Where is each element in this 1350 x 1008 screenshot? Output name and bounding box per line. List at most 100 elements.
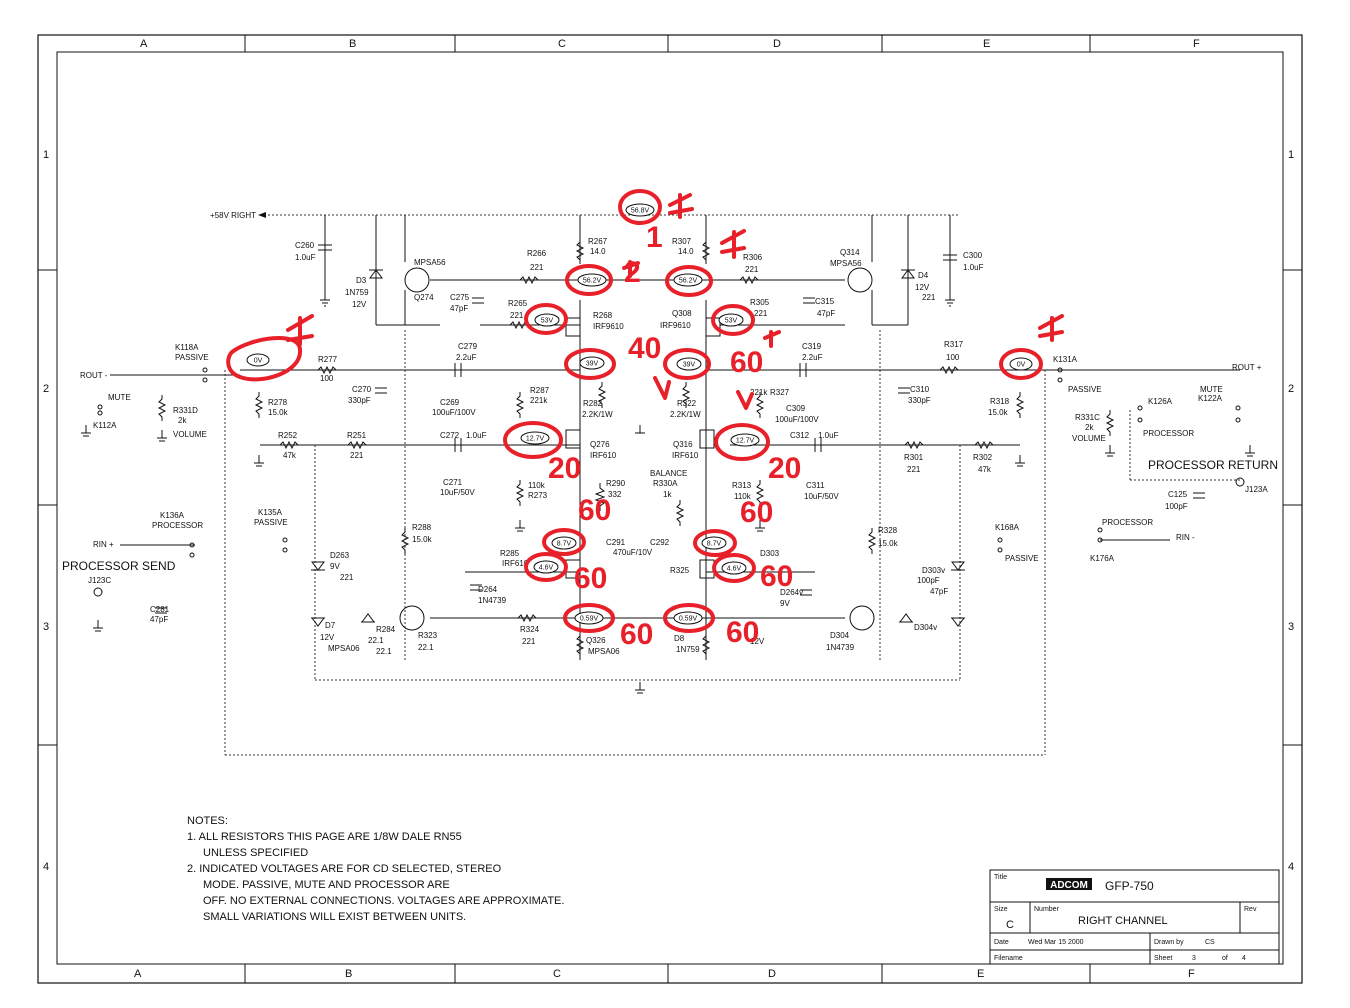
ref-q276: Q276: [590, 440, 610, 449]
annotation-mark: 60: [620, 618, 653, 651]
red-annotation-text: 1 2 40 60 20 20 60 60 60 60 60 60: [548, 221, 801, 651]
annotation-mark: 20: [548, 452, 581, 485]
k176a-label: K176A: [1090, 554, 1115, 563]
r331d-val: 2k: [178, 416, 187, 425]
title-block: Title ADCOM GFP-750 Size C Number RIGHT …: [989, 869, 1280, 965]
ref-r322: R322: [677, 399, 697, 408]
ref-d7: R284: [376, 625, 396, 634]
r331d-label: R331D: [173, 406, 198, 415]
annotation-mark: 60: [740, 496, 773, 529]
val-r290: 332: [608, 490, 622, 499]
voltage-tag: 53V: [718, 313, 744, 327]
ref-r313: R313: [732, 481, 752, 490]
val-c275: 47pF: [450, 304, 468, 313]
row-right-3: 3: [1288, 621, 1294, 633]
annotation-mark: 60: [730, 346, 763, 379]
ref-q326: D304: [830, 631, 850, 640]
voltage-tag: 8.7V: [701, 536, 727, 550]
rin-plus-label: RIN +: [93, 540, 114, 549]
svg-text:4.6V: 4.6V: [727, 566, 742, 573]
val-d7v: 22.1: [376, 647, 392, 656]
brand-logo-box: [1046, 878, 1092, 890]
rout-plus-label: ROUT +: [1232, 363, 1262, 372]
notes-line-2: UNLESS SPECIFIED: [203, 847, 308, 859]
val-q314: MPSA56: [830, 259, 862, 268]
ref-c275: C275: [450, 293, 470, 302]
ref-r318: R318: [990, 397, 1010, 406]
ref-c292: C292: [650, 538, 670, 547]
val-q276: IRF610: [590, 451, 617, 460]
val-r283: MPSA06: [588, 647, 620, 656]
drawn-value: CS: [1205, 939, 1215, 946]
ref-r266: R266: [527, 249, 547, 258]
k136a-label: K136A: [160, 511, 185, 520]
ref-c279: C279: [458, 342, 478, 351]
voltage-tag: 56.2V: [673, 273, 703, 287]
ref-r273: R273: [528, 491, 548, 500]
ref-c260: C260: [295, 241, 315, 250]
ref-r287: R287: [530, 386, 550, 395]
ref-r323: D8: [674, 634, 685, 643]
k168a-mode: PASSIVE: [1005, 554, 1039, 563]
ref-c271: C271: [443, 478, 463, 487]
ref-r305: R305: [750, 298, 770, 307]
svg-text:12.7V: 12.7V: [736, 438, 755, 445]
notes-line-6: SMALL VARIATIONS WILL EXIST BETWEEN UNIT…: [203, 911, 466, 923]
k131a-label: K131A: [1053, 355, 1078, 364]
val-c279: 2.2uF: [456, 353, 477, 362]
k118a-mode: PASSIVE: [175, 353, 209, 362]
val-q308: IRF9610: [660, 321, 691, 330]
col-top-e: E: [983, 38, 990, 50]
wiring: [110, 212, 1240, 756]
of-label: of: [1222, 955, 1228, 962]
k176a-mode: PROCESSOR: [1102, 518, 1153, 527]
voltage-tags: 56.8V 56.2V 56.2V 53V 53V 0V 39V 39V 0V …: [246, 203, 1033, 625]
ref-r268: R268: [593, 311, 613, 320]
voltage-tag: 56.8V: [625, 203, 655, 217]
val-r287: 221k: [530, 396, 548, 405]
col-top-b: B: [349, 38, 356, 50]
r331d-name: VOLUME: [173, 430, 207, 439]
r331c-name: VOLUME: [1072, 434, 1106, 443]
val-r285: IRF610: [502, 559, 529, 568]
k126a-label: K126A: [1148, 397, 1173, 406]
ref-c310: C310: [910, 385, 930, 394]
annotation-mark: 20: [768, 452, 801, 485]
rout-minus-label: ROUT -: [80, 371, 108, 380]
svg-text:0.59V: 0.59V: [679, 616, 698, 623]
k135a-label: K135A: [258, 508, 283, 517]
annotation-mark: 60: [574, 562, 607, 595]
voltage-tag: 4.6V: [533, 560, 559, 574]
col-bot-d: D: [768, 968, 776, 980]
ref-r282: R282: [583, 399, 603, 408]
rail-label: +58V RIGHT: [210, 211, 256, 220]
ref-r306: R306: [743, 253, 763, 262]
val-c260: 1.0uF: [295, 253, 316, 262]
ref-q308: Q308: [672, 309, 692, 318]
val-c270: 330pF: [348, 396, 371, 405]
col-top-f: F: [1193, 38, 1200, 50]
svg-text:0V: 0V: [1017, 362, 1026, 369]
svg-text:0.59V: 0.59V: [580, 616, 599, 623]
row-right-2: 2: [1288, 383, 1294, 395]
ref-r285: R285: [500, 549, 520, 558]
val-d264: 12V: [320, 633, 335, 642]
notes-line-3: 2. INDICATED VOLTAGES ARE FOR CD SELECTE…: [187, 863, 502, 875]
val-c315: 47pF: [817, 309, 835, 318]
val-c321: 9V: [780, 599, 790, 608]
val-d4: 12V: [915, 283, 930, 292]
processor-return-label: PROCESSOR RETURN: [1148, 458, 1278, 472]
row-right-1: 1: [1288, 149, 1294, 161]
ref-r328: R328: [878, 526, 898, 535]
rev-label: Rev: [1244, 906, 1257, 913]
number-label: Number: [1034, 906, 1060, 913]
val-d303v: 47pF: [930, 587, 948, 596]
balance-label: BALANCE: [650, 469, 687, 478]
ref-c270: C270: [352, 385, 372, 394]
annotation-mark: 40: [628, 332, 661, 365]
voltage-tag: 56.2V: [577, 273, 607, 287]
ref-c269: C269: [440, 398, 460, 407]
svg-text:12.7V: 12.7V: [526, 436, 545, 443]
annotation-mark: 60: [578, 494, 611, 527]
notes-block: NOTES: 1. ALL RESISTORS THIS PAGE ARE 1/…: [187, 815, 564, 923]
